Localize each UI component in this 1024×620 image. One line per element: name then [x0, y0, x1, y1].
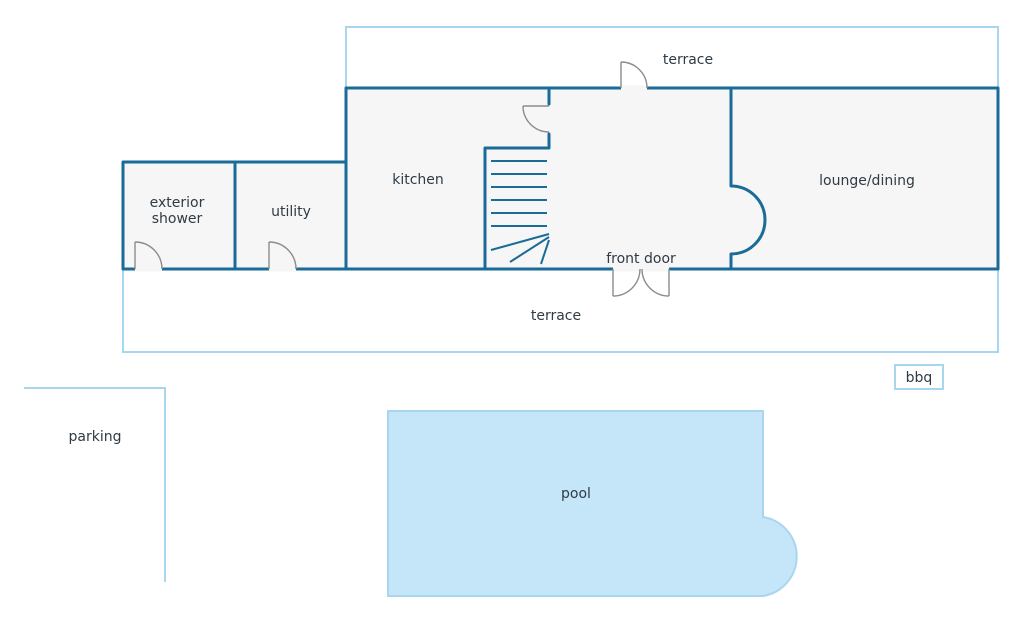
exterior-shower-room [123, 162, 235, 269]
label-bbq: bbq [906, 370, 933, 386]
bbq-box [894, 364, 944, 390]
label-parking: parking [69, 429, 122, 445]
staircase [490, 160, 550, 265]
main-house-floor [346, 88, 998, 269]
label-shower: shower [152, 211, 203, 227]
parking-area [24, 387, 166, 582]
pool-shape [387, 410, 798, 597]
label-utility: utility [271, 204, 311, 220]
label-exterior: exterior [150, 195, 205, 211]
label-terrace-bottom: terrace [531, 308, 581, 324]
label-pool: pool [561, 486, 591, 502]
label-lounge-dining: lounge/dining [819, 173, 915, 189]
label-front-door: front door [606, 251, 676, 267]
utility-room [235, 162, 346, 269]
label-kitchen: kitchen [392, 172, 444, 188]
door-swings [134, 61, 670, 297]
walls [121, 86, 1000, 271]
label-terrace-top: terrace [663, 52, 713, 68]
